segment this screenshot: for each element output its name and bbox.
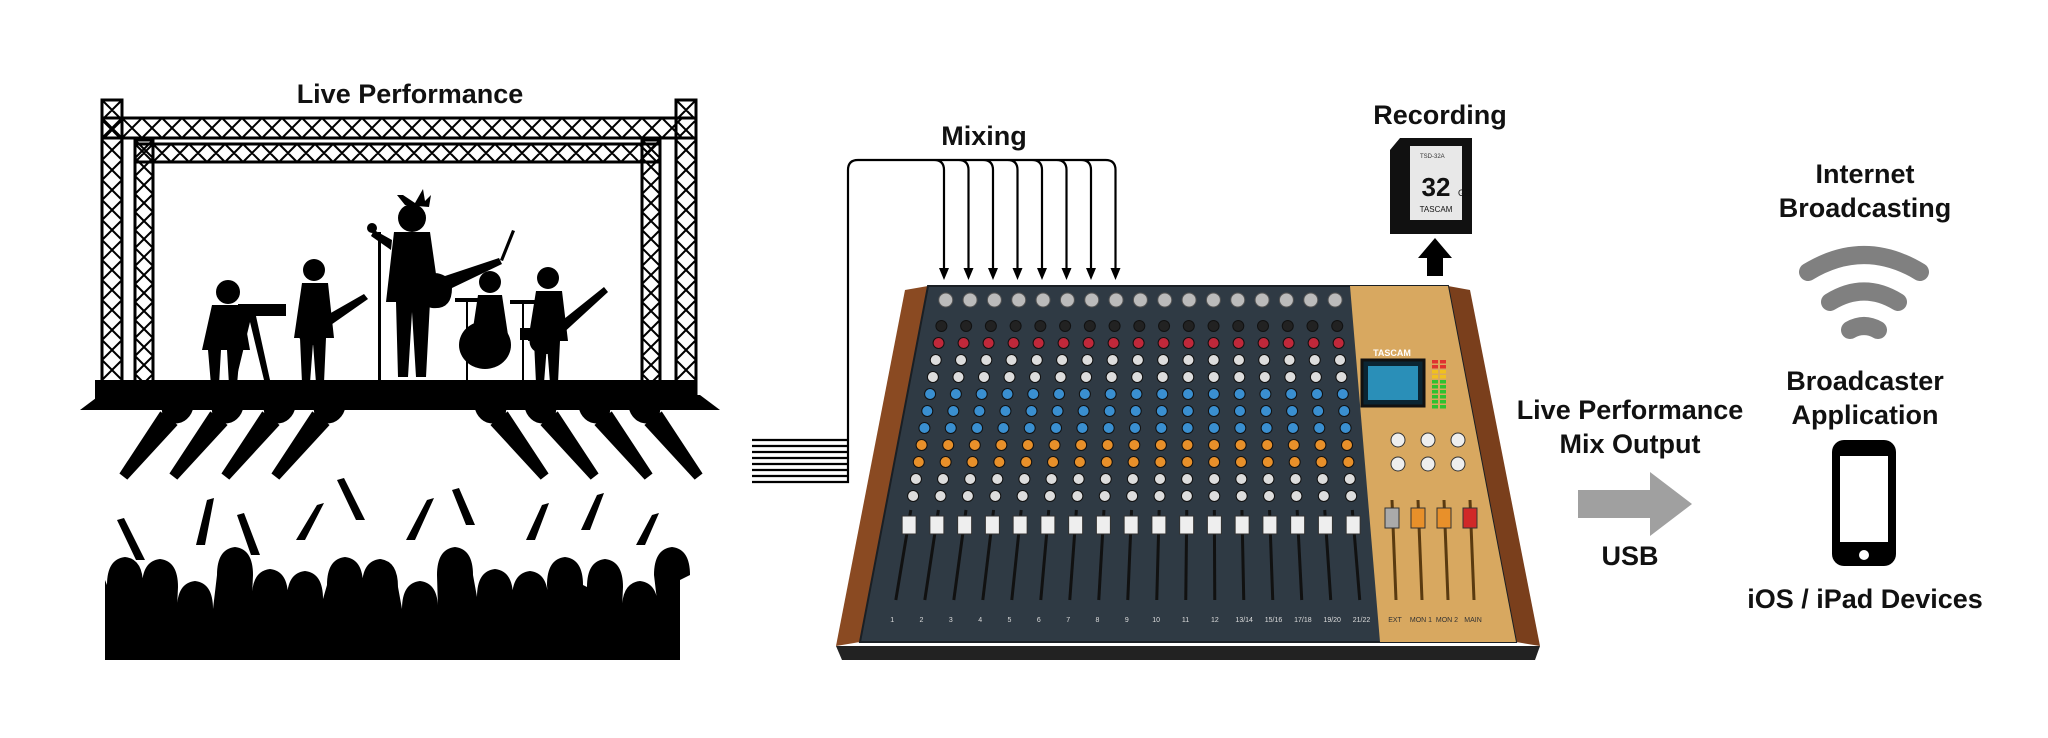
label-mix-output: Live Performance Mix Output (1500, 394, 1760, 462)
label-broadcaster-application: Broadcaster Application (1740, 365, 1990, 433)
svg-text:6: 6 (1037, 617, 1041, 624)
svg-text:1: 1 (890, 617, 894, 624)
stage-truss (100, 98, 698, 402)
input-cables (752, 158, 1117, 484)
svg-text:3: 3 (949, 617, 953, 624)
svg-text:MAIN: MAIN (1464, 617, 1482, 624)
svg-text:MON 1: MON 1 (1410, 617, 1432, 624)
mixer-front-edge (836, 646, 1540, 660)
usb-arrow (1578, 472, 1692, 536)
svg-text:11: 11 (1182, 617, 1189, 624)
smartphone-icon (1832, 440, 1896, 566)
mixer-display-screen (1368, 366, 1418, 400)
label-mixing: Mixing (941, 121, 1027, 151)
label-internet-line2: Broadcasting (1778, 192, 1952, 223)
label-ios-devices: iOS / iPad Devices (1747, 584, 1983, 614)
band-silhouette (202, 189, 608, 385)
svg-text:13/14: 13/14 (1235, 617, 1253, 624)
svg-text:EXT: EXT (1388, 617, 1402, 624)
svg-text:10: 10 (1152, 617, 1160, 624)
svg-text:GB: GB (1458, 188, 1471, 198)
svg-text:8: 8 (1096, 617, 1100, 624)
mixer-level-meter (1432, 360, 1446, 409)
recording-up-arrow (1418, 238, 1452, 276)
sd-card-icon: TSD-32A 32 GB TASCAM (1390, 138, 1472, 234)
svg-text:17/18: 17/18 (1294, 617, 1312, 624)
svg-text:21/22: 21/22 (1353, 617, 1371, 624)
wifi-icon (1799, 246, 1929, 339)
mixer-brand-label: TASCAM (1373, 348, 1411, 358)
svg-text:32: 32 (1422, 172, 1451, 202)
svg-text:19/20: 19/20 (1323, 617, 1341, 624)
svg-text:TASCAM: TASCAM (1420, 205, 1453, 214)
label-usb: USB (1601, 541, 1659, 571)
label-live-performance: Live Performance (296, 79, 524, 109)
svg-text:MON 2: MON 2 (1436, 617, 1458, 624)
svg-text:4: 4 (978, 617, 982, 624)
svg-text:9: 9 (1125, 617, 1129, 624)
svg-text:15/16: 15/16 (1265, 617, 1283, 624)
label-broadcaster-line1: Broadcaster (1786, 366, 1944, 396)
crowd-silhouette (105, 478, 690, 660)
svg-text:TSD-32A: TSD-32A (1420, 154, 1445, 160)
mixer-wood-left (836, 286, 928, 646)
svg-text:2: 2 (920, 617, 924, 624)
input-arrows (939, 268, 1121, 280)
label-internet-broadcasting: Internet Broadcasting (1740, 158, 1990, 226)
label-recording: Recording (1373, 100, 1507, 130)
svg-text:5: 5 (1008, 617, 1012, 624)
mixer-wood-right (1448, 286, 1540, 646)
svg-text:7: 7 (1066, 617, 1070, 624)
svg-text:12: 12 (1211, 617, 1219, 624)
mixer-master-faders: EXT MON 1 MON 2 MAIN (1384, 432, 1482, 624)
microphone-icons (119, 390, 703, 480)
label-broadcaster-line2: Application (1791, 399, 1939, 430)
label-internet-line1: Internet (1815, 159, 1915, 189)
label-mix-output-line2: Mix Output (1559, 428, 1701, 459)
label-mix-output-line1: Live Performance (1516, 395, 1744, 425)
